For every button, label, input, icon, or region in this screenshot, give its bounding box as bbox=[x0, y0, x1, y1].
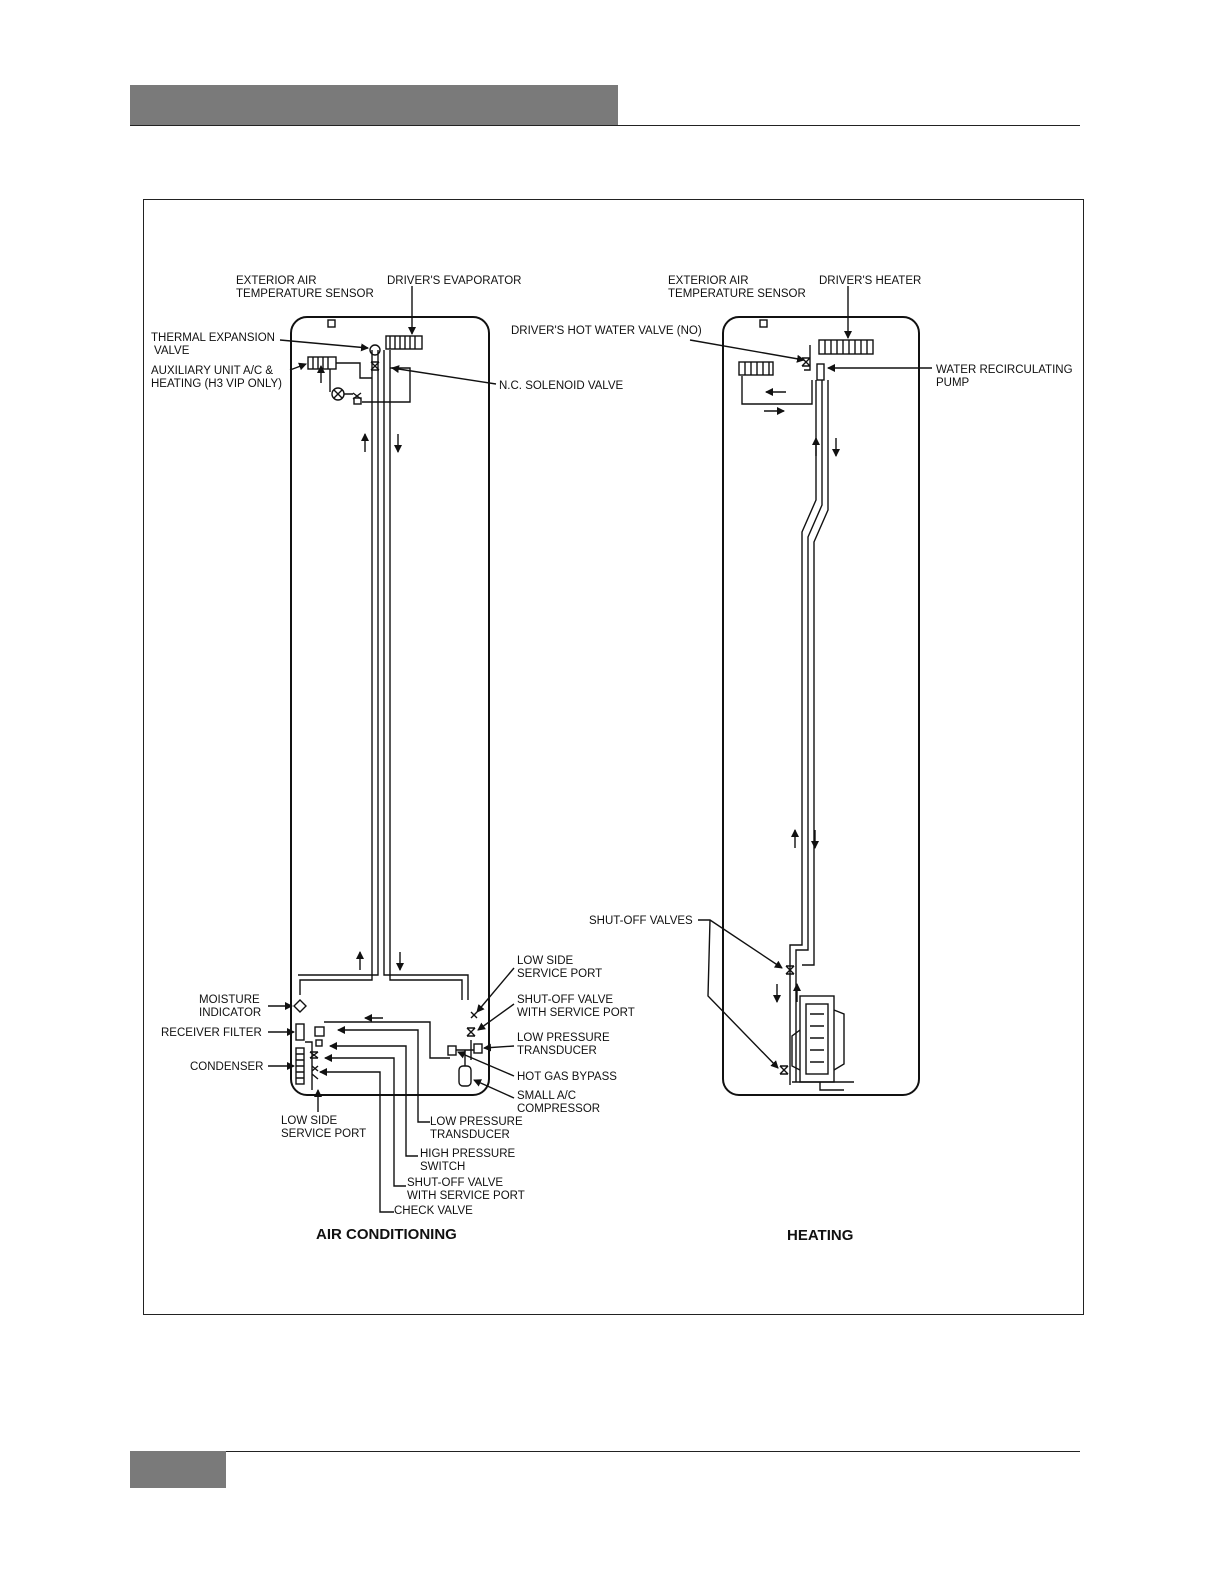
recirc-pump-icon bbox=[816, 363, 825, 381]
hot-water-valve-icon bbox=[801, 357, 811, 367]
lp-transducer-icon bbox=[473, 1043, 483, 1054]
heat-ext-sensor-label-2: TEMPERATURE SENSOR bbox=[668, 288, 806, 300]
ac-ext-sensor-label-2: TEMPERATURE SENSOR bbox=[236, 288, 374, 300]
recirc-pump-label: WATER RECIRCULATING bbox=[936, 364, 1073, 376]
hp-switch-icon bbox=[314, 1026, 325, 1037]
shutoff-valves-label: SHUT-OFF VALVES bbox=[589, 915, 693, 927]
shutoff-bottom-label: SHUT-OFF VALVE bbox=[407, 1177, 503, 1189]
txv-label: THERMAL EXPANSION bbox=[151, 332, 275, 344]
ac-liquid-line-2 bbox=[298, 350, 379, 976]
recirc-pump-label-2: PUMP bbox=[936, 377, 970, 389]
hot-gas-bypass-icon bbox=[447, 1045, 457, 1056]
low-side-port-left-label: LOW SIDE bbox=[281, 1115, 338, 1127]
header-rule bbox=[130, 125, 1080, 126]
heat-supply-line bbox=[789, 380, 817, 1085]
figure-frame bbox=[143, 199, 1084, 1315]
ac-suction-line bbox=[383, 350, 469, 1000]
txv-label-2: VALVE bbox=[154, 345, 190, 357]
compressor-label: SMALL A/C bbox=[517, 1090, 576, 1102]
shutoff-right-label-2: WITH SERVICE PORT bbox=[517, 1007, 635, 1019]
ac-ext-sensor-icon bbox=[327, 319, 336, 328]
ac-vehicle-outline bbox=[290, 316, 490, 1096]
heat-ext-sensor-label: EXTERIOR AIR bbox=[668, 275, 749, 287]
heating-diagram: EXTERIOR AIR TEMPERATURE SENSOR DRIVER'S… bbox=[511, 275, 1073, 1244]
lp-transducer-right-label: LOW PRESSURE bbox=[517, 1032, 610, 1044]
ac-liquid-line bbox=[299, 350, 373, 995]
shutoff-bottom-label-2: WITH SERVICE PORT bbox=[407, 1190, 525, 1202]
shutoff-valve-upper-icon bbox=[785, 965, 795, 975]
ac-caption: AIR CONDITIONING bbox=[316, 1226, 457, 1243]
hp-switch-label-2: SWITCH bbox=[420, 1161, 465, 1173]
hot-gas-bypass-label: HOT GAS BYPASS bbox=[517, 1071, 617, 1083]
lp-transducer-right-label-2: TRANSDUCER bbox=[517, 1045, 597, 1057]
moisture-indicator-icon bbox=[293, 999, 307, 1013]
lp-transducer-bottom-label-2: TRANSDUCER bbox=[430, 1129, 510, 1141]
low-side-port-right-label: LOW SIDE bbox=[517, 955, 574, 967]
ac-ext-sensor-label: EXTERIOR AIR bbox=[236, 275, 317, 287]
shutoff-valve-icon bbox=[466, 1027, 476, 1037]
low-side-port-right-label-2: SERVICE PORT bbox=[517, 968, 602, 980]
aux-unit-label-2: HEATING (H3 VIP ONLY) bbox=[151, 378, 282, 390]
ac-evaporator-icon bbox=[385, 335, 423, 350]
condenser-label: CONDENSER bbox=[190, 1061, 263, 1073]
heater-core-icon bbox=[818, 339, 874, 355]
low-side-port-left-label-2: SERVICE PORT bbox=[281, 1128, 366, 1140]
evaporator-label: DRIVER'S EVAPORATOR bbox=[387, 275, 521, 287]
ac-valve-icon bbox=[370, 361, 380, 371]
hp-switch-label: HIGH PRESSURE bbox=[420, 1148, 516, 1160]
txv-icon bbox=[369, 344, 381, 356]
compressor-label-2: COMPRESSOR bbox=[517, 1103, 600, 1115]
footer-rule bbox=[130, 1451, 1080, 1452]
low-side-port-icon bbox=[470, 1011, 478, 1019]
receiver-filter-icon bbox=[295, 1023, 305, 1041]
footer-page-box bbox=[130, 1451, 226, 1488]
ac-suction-line-2 bbox=[389, 350, 463, 1000]
aux-unit-icon bbox=[307, 356, 337, 370]
heat-ext-sensor-icon bbox=[759, 319, 768, 328]
moisture-label: MOISTURE bbox=[199, 994, 260, 1006]
header-bar bbox=[130, 85, 618, 126]
compressor-icon bbox=[458, 1065, 472, 1087]
moisture-label-2: INDICATOR bbox=[199, 1007, 261, 1019]
aux-unit-label: AUXILIARY UNIT A/C & bbox=[151, 365, 273, 377]
solenoid-label: N.C. SOLENOID VALVE bbox=[499, 380, 624, 392]
heater-label: DRIVER'S HEATER bbox=[819, 275, 921, 287]
receiver-filter-label: RECEIVER FILTER bbox=[161, 1027, 262, 1039]
heat-vehicle-outline bbox=[722, 316, 920, 1096]
heating-caption: HEATING bbox=[787, 1227, 853, 1244]
hot-water-valve-label: DRIVER'S HOT WATER VALVE (NO) bbox=[511, 325, 702, 337]
lp-transducer-bottom-label: LOW PRESSURE bbox=[430, 1116, 523, 1128]
heat-return-line bbox=[802, 380, 829, 966]
engine-icon bbox=[791, 995, 854, 1091]
ac-diagram: EXTERIOR AIR TEMPERATURE SENSOR DRIVER'S… bbox=[151, 275, 635, 1243]
aux-heater-icon bbox=[738, 361, 774, 376]
shutoff-valve-lower-icon bbox=[779, 1065, 789, 1075]
check-valve-label: CHECK VALVE bbox=[394, 1205, 473, 1217]
shutoff-right-label: SHUT-OFF VALVE bbox=[517, 994, 613, 1006]
